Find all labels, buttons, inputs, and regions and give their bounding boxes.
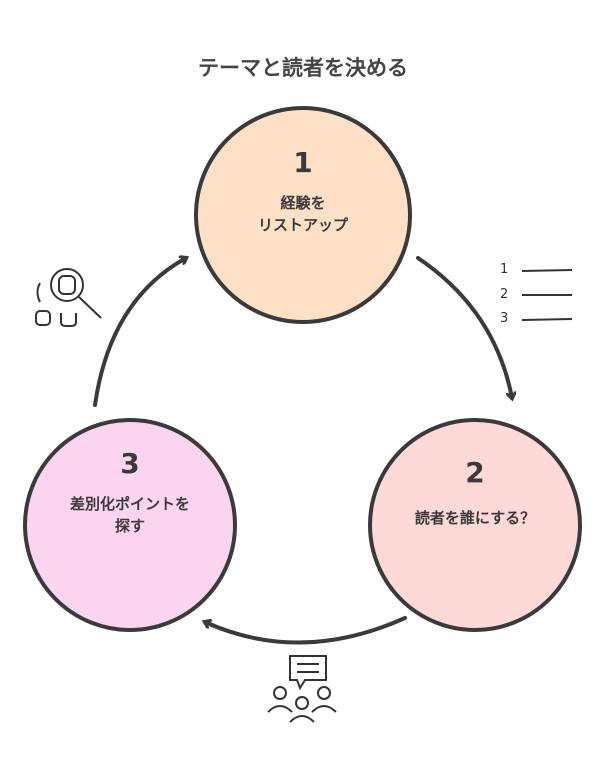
- step-1-circle: [194, 106, 412, 324]
- arrow-3-to-1: [93, 258, 186, 407]
- step-3-label-line2: 探す: [114, 517, 145, 535]
- step-1-number: 1: [293, 146, 313, 179]
- arrow-2-to-3: [205, 616, 407, 645]
- step-1-label-line2: リストアップ: [257, 216, 348, 234]
- step-2-number: 2: [465, 456, 485, 489]
- arrow-1-to-2: [416, 256, 512, 398]
- list-icon: [521, 269, 573, 321]
- step-3-number: 3: [120, 447, 140, 480]
- step-1-label: 経験を リストアップ: [193, 192, 413, 236]
- list-number-3: 3: [500, 311, 509, 326]
- diagram-title: テーマと読者を決める: [198, 56, 408, 80]
- step-2-label: 読者を誰にする？: [414, 509, 536, 527]
- step-3-label: 差別化ポイントを 探す: [20, 493, 240, 537]
- step-3-label-line1: 差別化ポイントを: [69, 495, 190, 513]
- step-3-circle: [23, 418, 237, 632]
- step-2-circle: [368, 418, 582, 632]
- step-1-label-line1: 経験を: [280, 194, 326, 212]
- list-number-1: 1: [500, 262, 509, 277]
- search-grid-icon: [35, 268, 102, 327]
- list-number-2: 2: [500, 287, 509, 302]
- group-chat-icon: [267, 655, 337, 723]
